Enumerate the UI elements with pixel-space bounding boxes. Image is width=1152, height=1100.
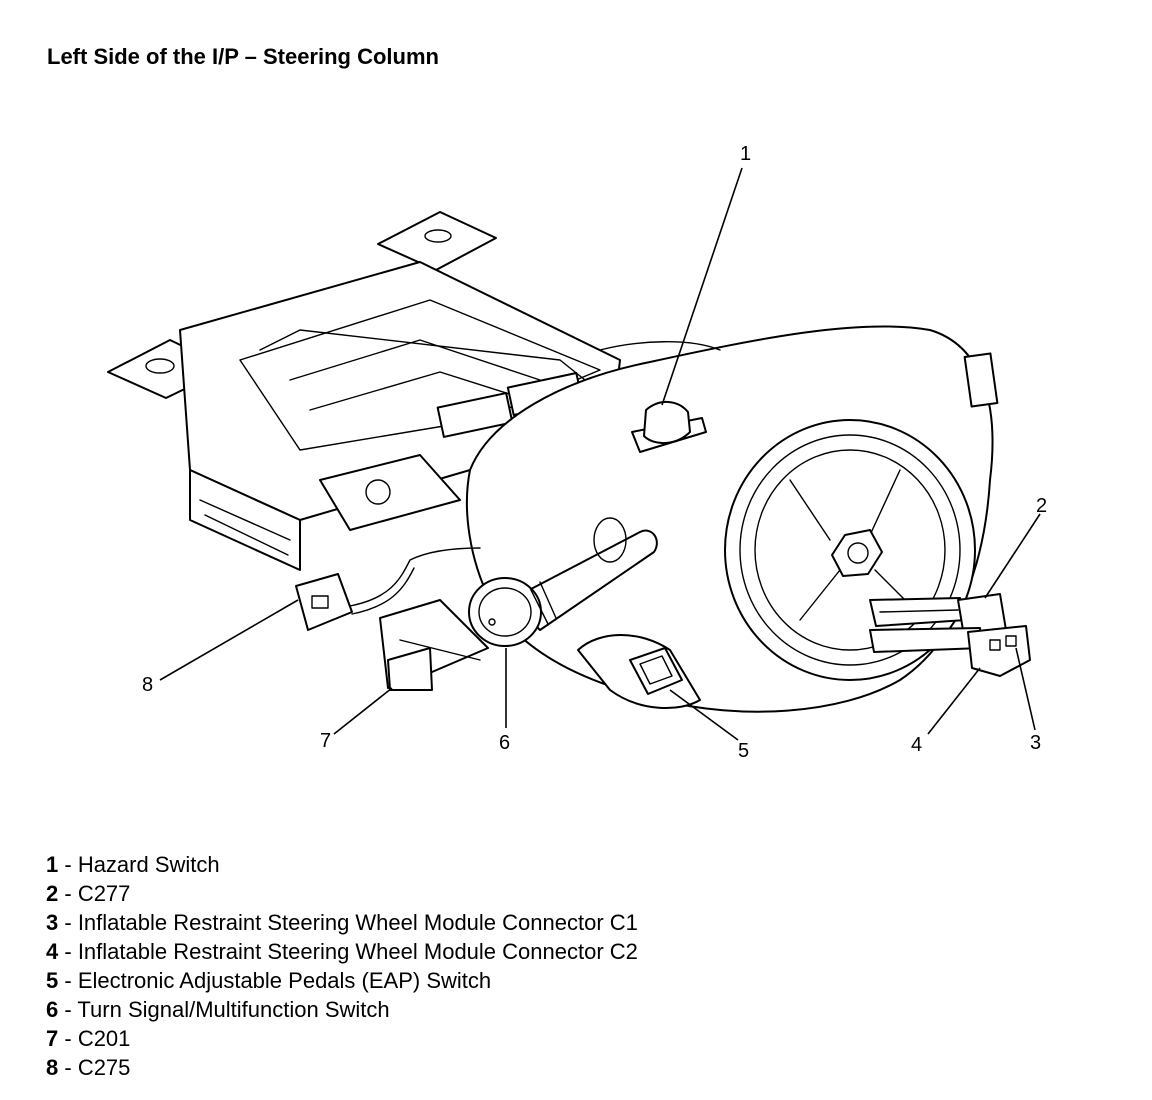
legend-text: - C277 (64, 881, 131, 906)
legend-item: 7 - C201 (46, 1024, 638, 1053)
legend-text: - Inflatable Restraint Steering Wheel Mo… (64, 939, 638, 964)
legend-item: 1 - Hazard Switch (46, 850, 638, 879)
legend-number: 3 (46, 910, 59, 935)
leader-line-2 (984, 513, 1041, 599)
legend-text: - Inflatable Restraint Steering Wheel Mo… (64, 910, 638, 935)
page-title: Left Side of the I/P – Steering Column (47, 44, 439, 69)
legend-number: 4 (46, 939, 59, 964)
mounting-bracket-top (377, 211, 497, 271)
leader-line-3 (1015, 647, 1036, 731)
hazard-switch (631, 401, 707, 453)
legend-number: 2 (46, 881, 59, 906)
eap-switch (577, 634, 701, 709)
connector-c275 (295, 547, 481, 631)
leader-lines (159, 167, 1041, 741)
connector-c1-c2 (869, 625, 1031, 677)
callout-1: 1 (740, 143, 751, 165)
legend-text: - Hazard Switch (64, 852, 220, 877)
leader-line-1 (661, 167, 743, 406)
legend-number: 6 (46, 997, 59, 1022)
legend-number: 8 (46, 1055, 59, 1080)
legend-text: - C275 (64, 1055, 131, 1080)
callout-7: 7 (320, 730, 331, 752)
legend-item: 4 - Inflatable Restraint Steering Wheel … (46, 937, 638, 966)
turn-signal-multifunction-switch (468, 517, 658, 647)
legend-item: 3 - Inflatable Restraint Steering Wheel … (46, 908, 638, 937)
connector-c201 (379, 599, 489, 691)
callout-8: 8 (142, 674, 153, 696)
callout-6: 6 (499, 732, 510, 754)
legend-item: 6 - Turn Signal/Multifunction Switch (46, 995, 638, 1024)
leader-line-5 (669, 689, 739, 741)
legend-number: 1 (46, 852, 59, 877)
legend-item: 5 - Electronic Adjustable Pedals (EAP) S… (46, 966, 638, 995)
legend-text: - C201 (64, 1026, 131, 1051)
callout-4: 4 (911, 734, 922, 756)
callout-3: 3 (1030, 732, 1041, 754)
callout-2: 2 (1036, 495, 1047, 517)
steering-column-illustration: 1 2 3 4 5 6 7 8 (107, 143, 1047, 762)
leader-line-8 (159, 599, 299, 681)
legend: 1 - Hazard Switch 2 - C277 3 - Inflatabl… (46, 850, 638, 1082)
legend-text: - Turn Signal/Multifunction Switch (64, 997, 390, 1022)
legend-number: 7 (46, 1026, 59, 1051)
leader-line-7 (333, 687, 393, 735)
legend-text: - Electronic Adjustable Pedals (EAP) Swi… (64, 968, 492, 993)
legend-item: 8 - C275 (46, 1053, 638, 1082)
leader-line-4 (927, 667, 981, 735)
callout-5: 5 (738, 740, 749, 762)
legend-item: 2 - C277 (46, 879, 638, 908)
legend-number: 5 (46, 968, 59, 993)
